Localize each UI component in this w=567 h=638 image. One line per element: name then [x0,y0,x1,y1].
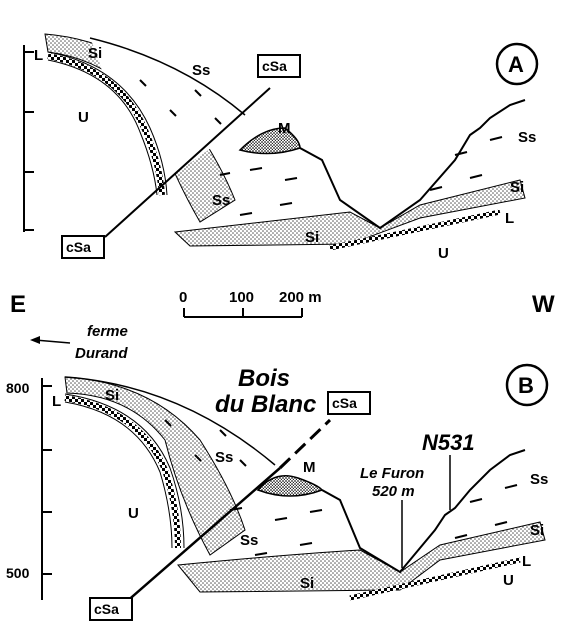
panel-b-axis [41,378,52,600]
panel-a-fault [104,87,271,238]
panel-b-fault-box-bottom [89,597,133,621]
scale-tick-100: 100 [229,289,254,306]
panel-a-label-u: U [78,109,89,126]
panel-b-label-u-west: U [503,572,514,589]
panel-a-label-ss-west: Ss [518,129,536,146]
panel-b-label-si: Si [105,387,119,404]
panel-b-badge [505,363,549,407]
panel-a-label-si: Si [88,45,102,62]
panel-a-west-slope [299,99,526,230]
scale-tick-0: 0 [179,289,187,306]
elev-800: 800 [6,380,30,396]
place-ferme-2: Durand [75,345,128,362]
place-bois-2: du Blanc [215,391,316,418]
panel-a-badge [495,42,539,86]
panel-b-label-l: L [52,393,61,410]
panel-a-si-band-west [173,179,526,247]
scale-bar [183,308,303,318]
orientation-scale: E W 0 100 200 m [10,289,555,318]
place-road: N531 [422,430,475,455]
place-furon-1: Le Furon [360,465,424,482]
panel-b-si-band-east [64,376,246,556]
panel-a-label-m: M [278,120,291,137]
panel-a-fault-label-bottom: cSa [66,239,91,255]
panel-b-west-slope [321,449,526,574]
panel-a-label-l: L [34,47,43,64]
panel-a-basement-rim [47,53,165,196]
panel-a: L Si Ss U M Ss Si Ss Si L U cSa cSa A [23,33,539,262]
west-label: W [532,291,555,318]
panel-a-fault-box-bottom [61,235,105,259]
panel-b-fault-box-top [327,391,371,415]
scale-tick-200: 200 m [279,289,322,306]
panel-a-fault-box-top [257,54,301,78]
panel-b-badge-text: B [518,373,534,398]
panel-b-label-si-west: Si [530,522,544,539]
panel-b-basement-rim [64,395,181,549]
panel-b-label-m: M [303,459,316,476]
panel-b-fault-label-bottom: cSa [94,601,119,617]
panel-a-label-u-west: U [438,245,449,262]
place-furon-2: 520 m [372,483,415,500]
panel-a-fault-label-top: cSa [262,58,287,74]
panel-a-axis [23,45,34,232]
ferme-arrow [34,339,71,344]
panel-b-si-band-west [177,521,546,593]
east-label: E [10,291,26,318]
panel-a-label-ss: Ss [192,62,210,79]
panel-b-label-ss-west: Ss [530,471,548,488]
panel-b-fault-label-top: cSa [332,395,357,411]
panel-b-label-u: U [128,505,139,522]
elev-500: 500 [6,565,30,581]
place-ferme-1: ferme [87,323,128,340]
panel-b-label-l-west: L [522,553,531,570]
panel-a-label-l-west: L [505,210,514,227]
panel-b-m-lens [256,475,324,497]
panel-b-label-ss: Ss [215,449,233,466]
place-bois-1: Bois [238,365,290,392]
panel-a-label-si-lower: Si [305,229,319,246]
panel-a-ss-slope [90,38,250,192]
panel-a-m-lens [238,127,301,155]
panel-a-label-si-west: Si [510,179,524,196]
panel-a-label-ss-inner: Ss [212,192,230,209]
panel-b-label-si-lower: Si [300,575,314,592]
panel-b-label-ss-inner: Ss [240,532,258,549]
panel-b: ferme Durand 800 500 [6,323,549,621]
panel-b-fault [124,467,281,604]
panel-a-badge-text: A [508,52,524,77]
